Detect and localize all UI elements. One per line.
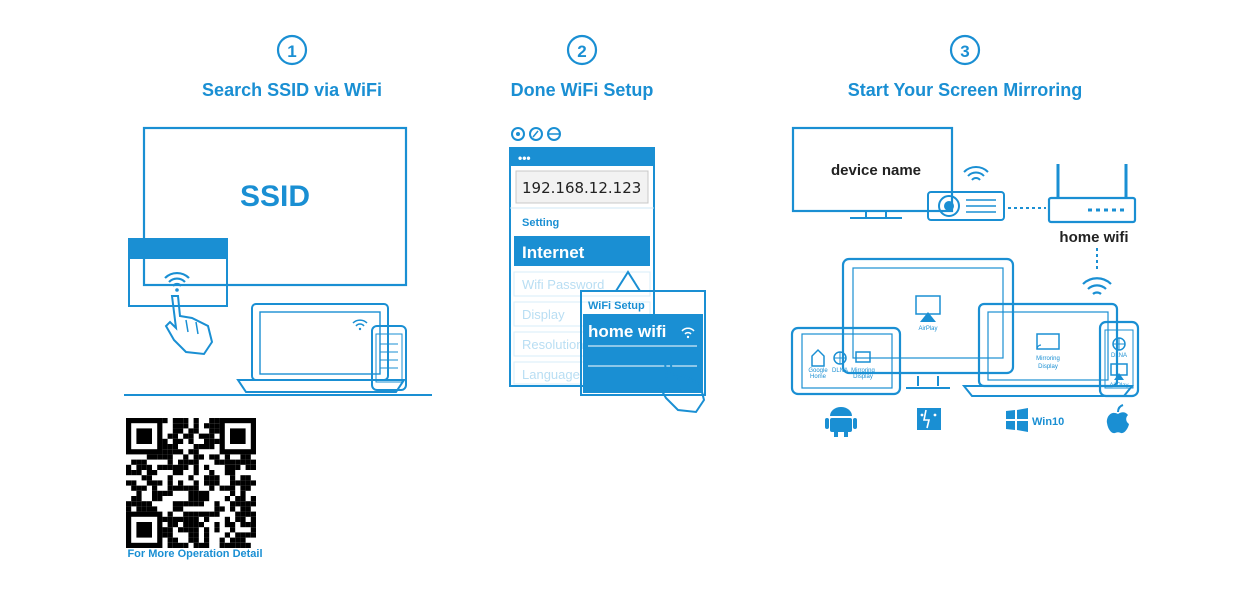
- monitor-airplay-label: AirPlay: [918, 326, 937, 332]
- step-3-title: Start Your Screen Mirroring: [848, 80, 1082, 100]
- ip-address: 192.168.12.123: [522, 179, 641, 197]
- step-2-title: Done WiFi Setup: [511, 80, 654, 100]
- windows-label: Win10: [1032, 416, 1064, 428]
- tablet-item-label: Home: [810, 374, 827, 380]
- tablet-item-label: Display: [853, 374, 873, 380]
- wifi-icon: [164, 271, 190, 292]
- step-2-illustration: ••• 192.168.12.123 Setting Internet Wifi…: [509, 127, 706, 414]
- android-icon: [825, 407, 857, 437]
- tablet-item-label: Google: [808, 368, 828, 374]
- tablet-device: Google Home DLNA Mirroring Display: [790, 326, 902, 396]
- phone-dlna-label: DLNA: [1111, 353, 1127, 359]
- airplay-icon: [915, 295, 941, 322]
- step-3-header: 3 Start Your Screen Mirroring: [848, 34, 1082, 100]
- dlna-icon: [833, 351, 847, 365]
- hand-pointer-icon-2: [656, 355, 706, 414]
- step-1-title: Search SSID via WiFi: [202, 80, 382, 100]
- ie-icon: [547, 127, 561, 141]
- step-3-illustration: device name home wifi: [790, 126, 1140, 437]
- wifi-setup-popup: WiFi Setup home wifi: [580, 270, 706, 396]
- tablet-item-label: DLNA: [832, 368, 848, 374]
- browser-dots: •••: [518, 151, 531, 165]
- browser-titlebar: [510, 148, 654, 166]
- laptop-label-2: Display: [1038, 364, 1058, 370]
- laptop-device: Mirroring Display: [961, 302, 1135, 397]
- popup-network[interactable]: home wifi: [588, 322, 666, 341]
- browser-icons: [511, 127, 561, 141]
- popup-wifi-icon: [681, 327, 695, 339]
- menu-item-resolution-label: Resolution: [522, 337, 583, 352]
- laptop-icon: [236, 303, 406, 393]
- menu-item-internet-label: Internet: [522, 243, 585, 262]
- address-bar[interactable]: [515, 170, 649, 204]
- google-home-icon: [811, 348, 825, 367]
- phone-airplay-label: AirPlay: [1109, 383, 1128, 389]
- phone-airplay-icon: [1110, 363, 1128, 380]
- windows-icon: [1006, 408, 1028, 432]
- wifi-card-header: [129, 239, 227, 259]
- monitor-device: AirPlay: [841, 257, 1015, 389]
- step-1-number: 1: [287, 42, 296, 61]
- step-2-number: 2: [577, 42, 586, 61]
- cast-icon: [1036, 333, 1060, 350]
- menu-item-internet[interactable]: [514, 236, 650, 266]
- router-icon: [1047, 164, 1137, 224]
- hand-pointer-icon: [164, 295, 214, 356]
- ssid-label: SSID: [240, 180, 310, 213]
- qr-code: [126, 418, 256, 548]
- menu-item-language-label: Language: [522, 367, 580, 382]
- router-wifi-icon: [1082, 277, 1112, 295]
- phone-device: DLNA AirPlay: [1098, 320, 1140, 398]
- tablet-item-label: Mirroring: [851, 368, 875, 374]
- popup-title: WiFi Setup: [588, 300, 645, 312]
- laptop-label-1: Mirroring: [1036, 356, 1060, 362]
- menu-item-wifi-password-label: Wifi Password: [522, 277, 604, 292]
- safari-icon: [529, 127, 543, 141]
- step-1-header: 1 Search SSID via WiFi: [202, 34, 382, 100]
- step-2-header: 2 Done WiFi Setup: [511, 34, 654, 100]
- step-3-number: 3: [960, 42, 969, 61]
- mirroring-icon: [855, 351, 871, 363]
- menu-item-display-label: Display: [522, 307, 565, 322]
- router-label: home wifi: [1059, 229, 1128, 246]
- projector-icon: [927, 166, 1005, 221]
- tv-screen: [142, 126, 408, 287]
- projector-wifi-icon: [963, 166, 989, 181]
- apple-icon: [1106, 404, 1129, 434]
- phone-icon: [371, 325, 407, 391]
- chrome-icon: [511, 127, 525, 141]
- mac-finder-icon: [917, 408, 941, 430]
- device-name-label: device name: [831, 162, 921, 179]
- tv-device: device name: [791, 126, 954, 219]
- qr-caption: For More Operation Detail: [127, 548, 262, 560]
- step-1-illustration: SSID: [124, 126, 432, 396]
- setting-label: Setting: [522, 217, 559, 229]
